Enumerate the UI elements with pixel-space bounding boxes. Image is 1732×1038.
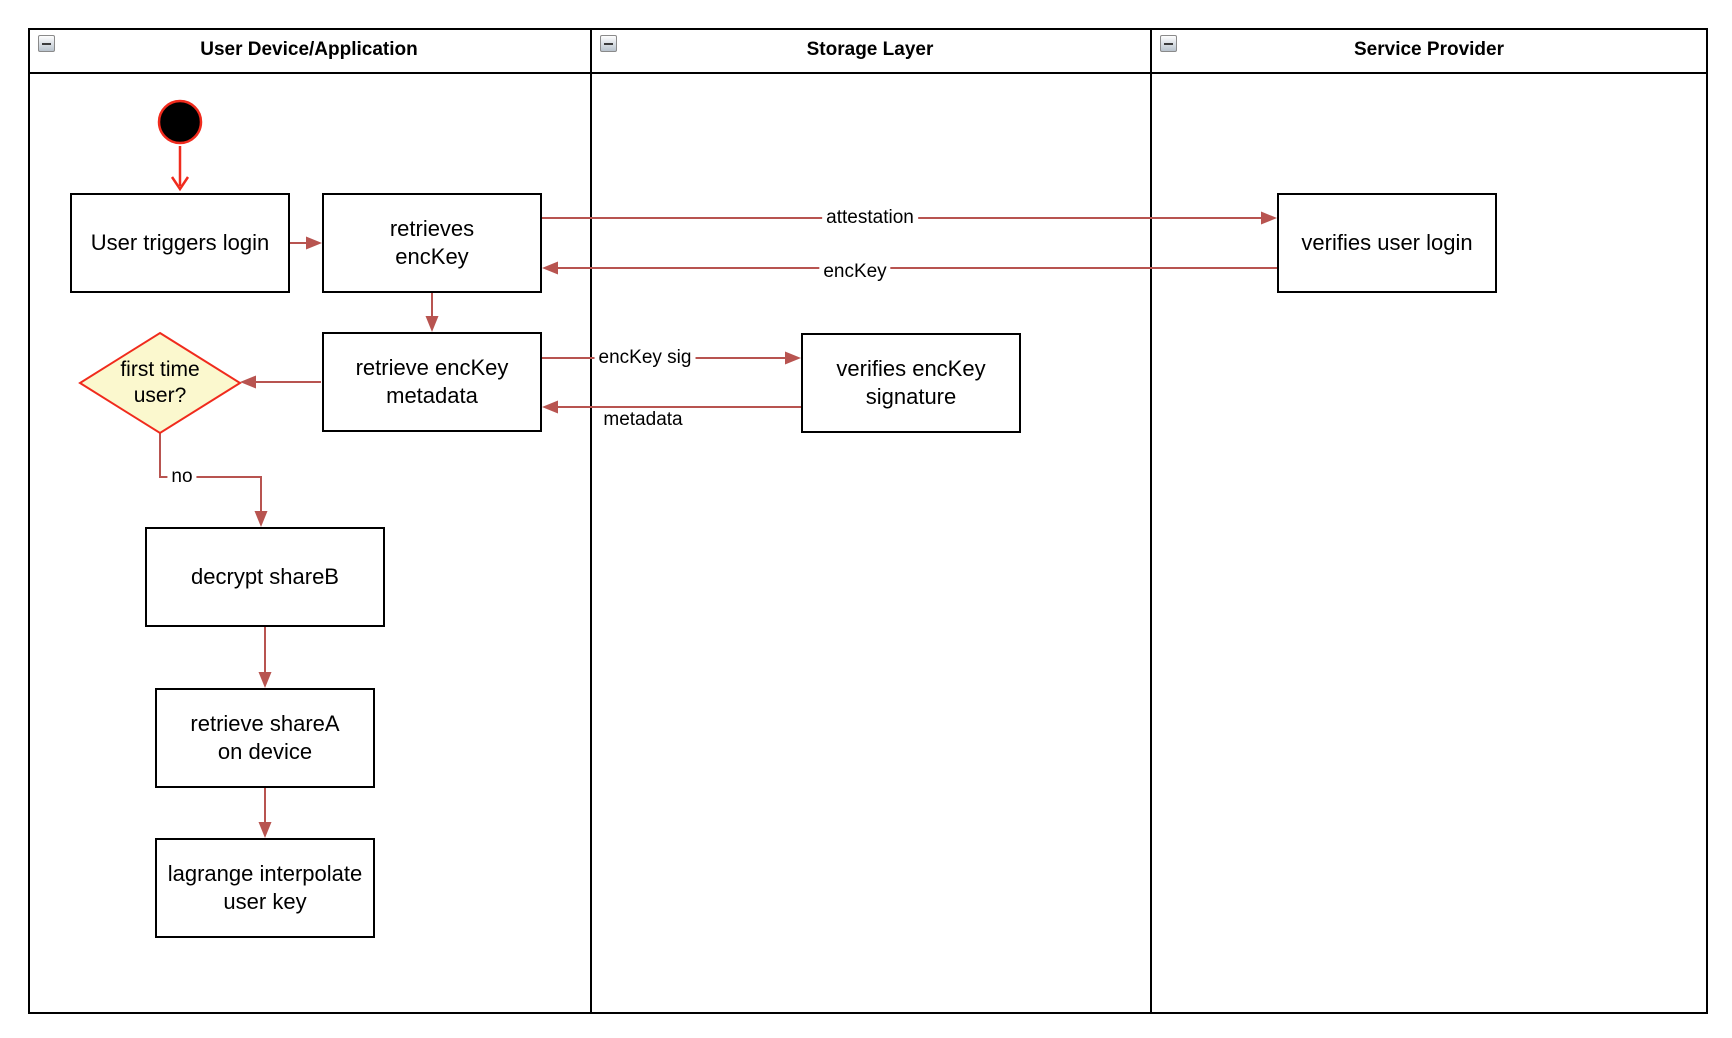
- node-label: verifies user login: [1301, 230, 1473, 255]
- node-retrieves-enckey[interactable]: retrieves encKey: [322, 193, 542, 293]
- node-user-triggers-login[interactable]: User triggers login: [70, 193, 290, 293]
- edge-label-metadata: metadata: [599, 409, 687, 431]
- node-label: encKey: [395, 244, 469, 269]
- edge-label-enckey-sig: encKey sig: [594, 347, 696, 369]
- node-label: user key: [223, 889, 307, 914]
- node-label: verifies encKey: [836, 356, 986, 381]
- lane-title-user-device: User Device/Application: [200, 39, 418, 60]
- edge-label-attestation: attestation: [822, 207, 918, 229]
- lane-header-separator: [28, 72, 1708, 74]
- node-label: metadata: [386, 383, 478, 408]
- node-verifies-user-login[interactable]: verifies user login: [1277, 193, 1497, 293]
- node-label: retrieve shareA: [190, 711, 340, 736]
- lane-title-storage-layer: Storage Layer: [806, 39, 934, 60]
- minus-icon: [1164, 42, 1173, 45]
- node-label: retrieve encKey: [355, 355, 509, 380]
- node-retrieve-enckey-metadata[interactable]: retrieve encKey metadata: [322, 332, 542, 432]
- node-label: decrypt shareB: [191, 564, 339, 589]
- node-retrieve-sharea[interactable]: retrieve shareA on device: [155, 688, 375, 788]
- minus-icon: [42, 42, 51, 45]
- node-label: first time: [120, 358, 200, 381]
- decision-label-first-time-user: first time user?: [85, 357, 235, 409]
- node-decrypt-shareb[interactable]: decrypt shareB: [145, 527, 385, 627]
- node-label: User triggers login: [90, 230, 270, 255]
- node-label: retrieves: [389, 216, 475, 241]
- collapse-lane-icon[interactable]: [1160, 35, 1177, 52]
- node-label: signature: [865, 384, 957, 409]
- collapse-lane-icon[interactable]: [38, 35, 55, 52]
- lane-divider-1: [590, 28, 592, 1014]
- collapse-lane-icon[interactable]: [600, 35, 617, 52]
- node-label: lagrange interpolate: [167, 861, 363, 886]
- minus-icon: [604, 42, 613, 45]
- node-verifies-enckey-signature[interactable]: verifies encKey signature: [801, 333, 1021, 433]
- edge-label-no: no: [167, 466, 197, 488]
- lane-divider-2: [1150, 28, 1152, 1014]
- node-label: user?: [133, 384, 187, 407]
- lane-title-service-provider: Service Provider: [1354, 39, 1504, 60]
- node-lagrange-interpolate[interactable]: lagrange interpolate user key: [155, 838, 375, 938]
- edge-label-enckey: encKey: [819, 261, 891, 283]
- node-label: on device: [217, 739, 313, 764]
